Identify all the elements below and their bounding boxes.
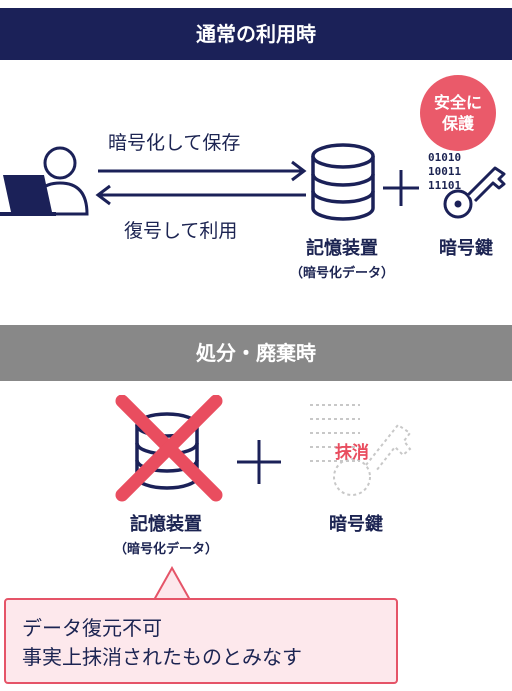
storage-device-destroyed-icon — [115, 395, 223, 502]
callout-pointer — [152, 566, 192, 602]
callout-line2: 事実上抹消されたものとみなす — [22, 645, 302, 669]
key-bits-row: 10011 — [428, 165, 462, 178]
storage-device-icon — [311, 143, 375, 221]
erased-key-icon — [310, 404, 412, 496]
storage-device-sublabel: （暗号化データ） — [289, 266, 394, 281]
erased-label: 抹消 — [335, 443, 369, 463]
decrypt-use-label: 復号して利用 — [124, 220, 238, 242]
header-disposal: 処分・廃棄時 — [0, 325, 512, 381]
disposed-key-label: 暗号鍵 — [329, 514, 383, 535]
conclusion-callout: データ復元不可 事実上抹消されたものとみなす — [4, 598, 398, 684]
storage-device-label: 記憶装置 — [306, 238, 378, 259]
key-icon — [443, 166, 506, 219]
plus-icon — [383, 170, 419, 206]
user-laptop-icon — [0, 146, 89, 216]
key-bits-row: 01010 — [428, 151, 462, 164]
plus-icon — [237, 440, 281, 484]
key-bits-row: 11101 — [428, 179, 462, 192]
key-bits: 01010 10011 11101 — [428, 151, 461, 193]
safely-protected-badge: 安全に 保護 — [420, 75, 496, 151]
store-encrypted-label: 暗号化して保存 — [108, 132, 241, 154]
disposed-device-label: 記憶装置 — [130, 514, 202, 535]
encryption-key-label: 暗号鍵 — [439, 238, 493, 259]
badge-line2: 保護 — [441, 114, 474, 133]
badge-line1: 安全に — [433, 93, 482, 112]
callout-line1: データ復元不可 — [22, 616, 162, 640]
bidirectional-arrows-icon — [95, 160, 307, 206]
header-normal-use: 通常の利用時 — [0, 8, 512, 60]
disposed-device-sublabel: （暗号化データ） — [113, 542, 218, 557]
